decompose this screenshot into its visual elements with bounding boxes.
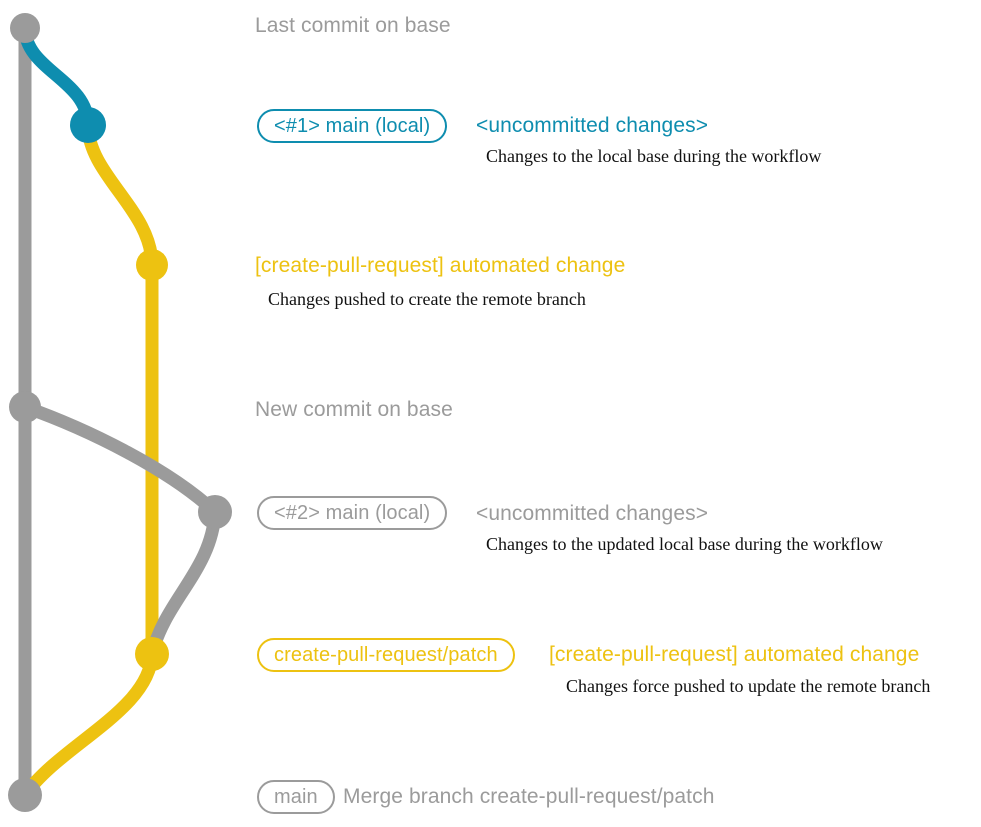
branch-pill-create-pull-request-patch[interactable]: create-pull-request/patch [257,638,515,672]
commit-node-automated-change-update [135,637,169,671]
commit-subtext-local-uncommitted-1: Changes to the local base during the wor… [486,146,822,166]
edge-local2-to-patch2 [145,505,222,661]
branch-pill-main-local-1[interactable]: <#1> main (local) [257,109,448,143]
commit-message-local-uncommitted-1: <uncommitted changes> [476,114,709,137]
edge-patch2-to-merge [18,647,159,802]
commit-message-automated-change-create: [create-pull-request] automated change [255,254,626,277]
branch-pill-main-local-2[interactable]: <#2> main (local) [257,496,448,530]
commit-message-last-commit-on-base: Last commit on base [255,14,451,37]
commit-node-local-uncommitted-1 [70,107,106,143]
commit-message-automated-change-update: [create-pull-request] automated change [549,643,920,666]
commit-node-local-uncommitted-2 [198,495,232,529]
commit-node-merge-commit [8,778,42,812]
commit-subtext-local-uncommitted-2: Changes to the updated local base during… [486,534,883,554]
commit-nodes [8,13,232,812]
commit-message-merge-commit: Merge branch create-pull-request/patch [343,785,715,808]
commit-message-local-uncommitted-2: <uncommitted changes> [476,502,709,525]
commit-node-new-commit-on-base [9,391,41,423]
commit-subtext-automated-change-update: Changes force pushed to update the remot… [566,676,931,696]
branch-pill-main[interactable]: main [257,780,335,814]
commit-node-automated-change-create [136,249,168,281]
commit-subtext-automated-change-create: Changes pushed to create the remote bran… [268,289,586,309]
commit-message-new-commit-on-base: New commit on base [255,398,453,421]
commit-node-last-commit-on-base [10,13,40,43]
edge-base-to-local2 [18,400,222,519]
